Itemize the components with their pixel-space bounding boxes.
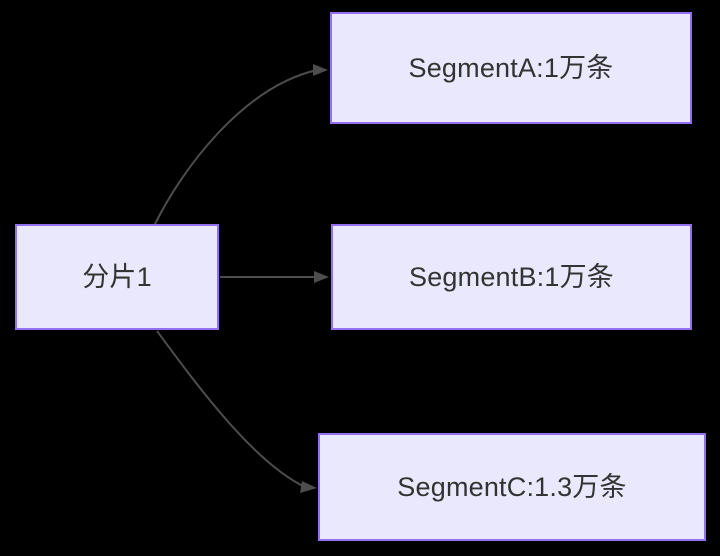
edge-source-to-segmentb-arrowhead [314, 271, 329, 283]
node-segment-c-label: SegmentC:1.3万条 [397, 471, 627, 502]
edge-source-to-segmentc [156, 330, 317, 493]
edge-source-to-segmentb [220, 271, 329, 283]
node-segment-a[interactable]: SegmentA:1万条 [330, 12, 692, 124]
edge-source-to-segmentc-arrowhead [300, 481, 317, 493]
node-segment-b-label: SegmentB:1万条 [409, 261, 614, 292]
edge-source-to-segmenta [154, 64, 328, 225]
edge-source-to-segmenta-line [154, 69, 318, 225]
node-source-shard-label: 分片1 [82, 261, 152, 292]
node-source-shard[interactable]: 分片1 [15, 224, 219, 330]
node-segment-a-label: SegmentA:1万条 [408, 52, 614, 83]
node-segment-c[interactable]: SegmentC:1.3万条 [318, 433, 706, 541]
node-segment-b[interactable]: SegmentB:1万条 [331, 224, 692, 330]
edge-source-to-segmentc-line [156, 330, 306, 488]
edge-source-to-segmenta-arrowhead [313, 64, 328, 76]
